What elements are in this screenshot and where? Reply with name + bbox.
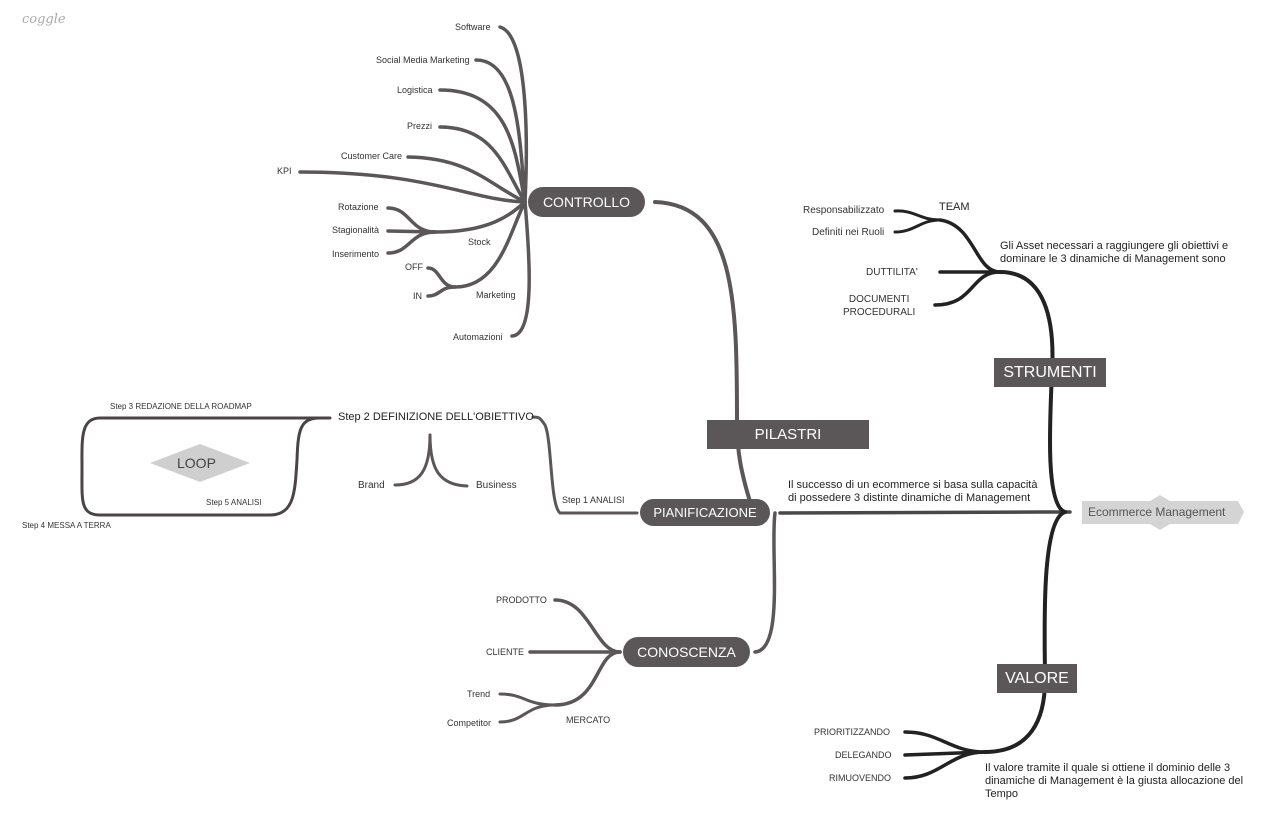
- branch-pianificazione-step1: [531, 415, 639, 515]
- controllo-item-software[interactable]: Software: [455, 22, 491, 32]
- mercato-item-trend[interactable]: Trend: [467, 689, 491, 699]
- valore-node[interactable]: VALORE: [997, 664, 1077, 693]
- branch-controllo-prezzi: [438, 125, 527, 204]
- branch-marketing-in: [426, 285, 457, 298]
- branch-team-def: [893, 218, 942, 234]
- controllo-item-social[interactable]: Social Media Marketing: [376, 55, 470, 65]
- stock-item-rotazione[interactable]: Rotazione: [338, 202, 379, 212]
- branch-team-resp: [893, 209, 942, 222]
- step2-label[interactable]: Step 2 DEFINIZIONE DELL'OBIETTIVO: [338, 411, 534, 423]
- marketing-item-in[interactable]: IN: [413, 291, 422, 301]
- strumenti-item-duttilita[interactable]: DUTTILITA': [866, 267, 918, 278]
- strumenti-intro: Gli Asset necessari a raggiungere gli ob…: [1000, 240, 1229, 265]
- branch-controllo-logistica: [438, 88, 527, 204]
- team-node[interactable]: TEAM: [939, 201, 970, 213]
- pilastri-node[interactable]: PILASTRI: [707, 420, 869, 449]
- branch-valore-prior: [903, 730, 987, 754]
- loop-label: LOOP: [177, 455, 216, 471]
- branch-conoscenza-prodotto: [553, 598, 622, 654]
- ecommerce-management-node-shape: [1082, 495, 1244, 530]
- branch-controllo-software: [498, 25, 529, 204]
- branch-controllo-marketing: [453, 200, 527, 289]
- controllo-item-kpi[interactable]: KPI: [277, 166, 292, 176]
- controllo-item-prezzi[interactable]: Prezzi: [407, 121, 433, 131]
- controllo-item-automazioni[interactable]: Automazioni: [453, 332, 503, 342]
- team-item-definiti[interactable]: Definiti nei Ruoli: [812, 227, 885, 238]
- branch-stock-rotazione: [386, 206, 437, 234]
- branch-pilastri-controllo: [653, 200, 739, 422]
- stock-item-stagionalita[interactable]: Stagionalità: [332, 225, 380, 235]
- valore-item-rimuovendo[interactable]: RIMUOVENDO: [829, 773, 892, 783]
- branch-conoscenza-mercato: [553, 650, 622, 707]
- strumenti-item-documenti[interactable]: DOCUMENTI PROCEDURALI: [843, 294, 916, 318]
- branch-controllo-kpi: [298, 170, 527, 204]
- pianificazione-node[interactable]: PIANIFICAZIONE: [640, 499, 770, 526]
- controllo-item-customer-care[interactable]: Customer Care: [341, 151, 403, 161]
- step2-item-business[interactable]: Business: [476, 480, 517, 491]
- successo-text: Il successo di un ecommerce si basa sull…: [788, 479, 1038, 504]
- stock-node[interactable]: Stock: [468, 237, 491, 247]
- branch-valore-rimuov: [903, 750, 987, 780]
- conoscenza-item-cliente[interactable]: CLIENTE: [486, 647, 525, 657]
- branch-step2-business: [428, 433, 469, 488]
- branch-strumenti-documenti: [933, 270, 1002, 307]
- branch-root-strumenti: [998, 270, 1067, 514]
- step5-label[interactable]: Step 5 ANALISI: [206, 498, 262, 507]
- step4-label[interactable]: Step 4 MESSA A TERRA: [22, 521, 111, 530]
- conoscenza-node[interactable]: CONOSCENZA: [623, 637, 750, 667]
- team-item-responsabilizzato[interactable]: Responsabilizzato: [803, 205, 885, 216]
- loop-diamond: [150, 444, 250, 482]
- branch-root-pianificazione: [778, 510, 1072, 515]
- step1-label[interactable]: Step 1 ANALISI: [562, 495, 625, 505]
- conoscenza-item-prodotto[interactable]: PRODOTTO: [496, 595, 547, 605]
- branch-controllo-social: [474, 58, 527, 204]
- mercato-item-competitor[interactable]: Competitor: [447, 718, 492, 728]
- branch-mercato-trend: [498, 692, 557, 707]
- controllo-item-logistica[interactable]: Logistica: [397, 85, 433, 95]
- branch-mercato-competitor: [498, 703, 557, 724]
- valore-item-prioritizzando[interactable]: PRIORITIZZANDO: [814, 727, 890, 737]
- marketing-node[interactable]: Marketing: [476, 290, 516, 300]
- strumenti-node[interactable]: STRUMENTI: [994, 358, 1106, 387]
- branch-controllo-stock: [433, 200, 527, 234]
- branch-marketing-off: [426, 266, 457, 289]
- step3-label[interactable]: Step 3 REDAZIONE DELLA ROADMAP: [110, 402, 252, 411]
- branch-stock-inserimento: [386, 230, 437, 255]
- branch-controllo-automazioni: [510, 200, 531, 338]
- controllo-node[interactable]: CONTROLLO: [528, 187, 645, 217]
- marketing-item-off[interactable]: OFF: [405, 262, 423, 272]
- branch-pianificazione-conoscenza: [753, 511, 777, 654]
- valore-item-delegando[interactable]: DELEGANDO: [835, 750, 892, 760]
- branch-controllo-customer: [406, 155, 527, 204]
- branch-loop-left: [80, 416, 332, 517]
- mercato-node[interactable]: MERCATO: [566, 715, 611, 725]
- branch-strumenti-team: [938, 218, 1002, 274]
- ecommerce-management-node[interactable]: Ecommerce Management: [1088, 505, 1226, 519]
- step2-item-brand[interactable]: Brand: [358, 480, 385, 491]
- branch-root-valore: [983, 510, 1067, 754]
- valore-intro: Il valore tramite il quale si ottiene il…: [985, 762, 1244, 800]
- stock-item-inserimento[interactable]: Inserimento: [332, 249, 380, 259]
- branch-step2-brand: [393, 433, 432, 487]
- coggle-logo: coggle: [22, 12, 66, 27]
